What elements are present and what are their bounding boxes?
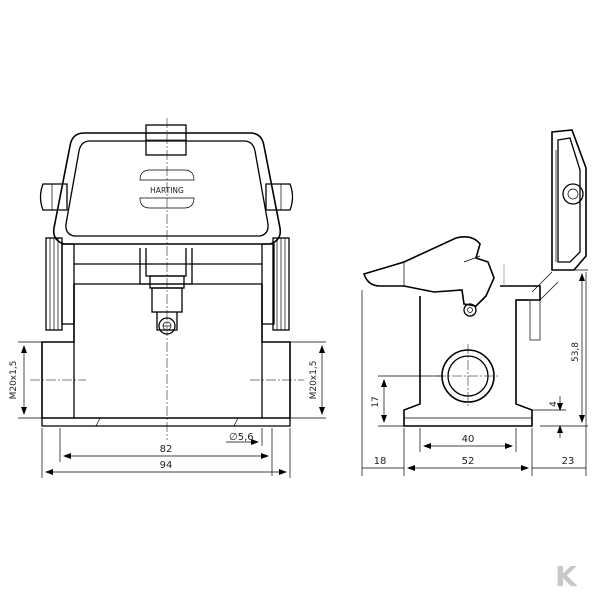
dim-height: 53,8 [571,342,581,362]
front-view: HARTING [9,118,326,478]
side-dimensions-bottom: 40 18 52 23 [361,272,587,476]
dim-right: 23 [562,456,575,467]
thread-dimension-right: M20x1,5 [290,341,326,419]
thread-label-right: M20x1,5 [309,361,319,400]
lever-bearing-left [45,237,75,331]
brand-label: HARTING [150,186,184,195]
front-dimensions: 82 94 ∅5,6 [41,428,291,478]
housing-body [30,284,304,427]
thread-label-left: M20x1,5 [9,361,19,400]
lever-bearing-right [261,237,290,331]
side-housing [403,264,559,427]
side-dimension-height: 53,8 [540,269,588,427]
k-logo-letter: K [555,560,578,593]
dim-thread-height: 17 [371,396,381,407]
side-dimension-thread: 17 [371,375,442,427]
dim-mount: 40 [462,434,475,445]
side-view: 53,8 17 4 40 18 52 [361,129,588,476]
dim-inner-width: 82 [160,444,173,455]
cover [551,129,587,271]
dim-outer-width: 94 [160,460,173,471]
dim-base: 4 [549,401,559,407]
dim-hole-diameter: ∅5,6 [229,432,254,443]
locking-lever [39,124,294,245]
dim-left: 18 [374,456,387,467]
harting-logo: HARTING [139,169,195,209]
latch [139,248,193,335]
side-dimension-base: 4 [532,396,566,438]
k-logo-watermark: K [555,560,578,593]
thread-dimension-left: M20x1,5 [9,341,42,419]
dim-center: 52 [462,456,475,467]
side-lever [362,236,495,317]
